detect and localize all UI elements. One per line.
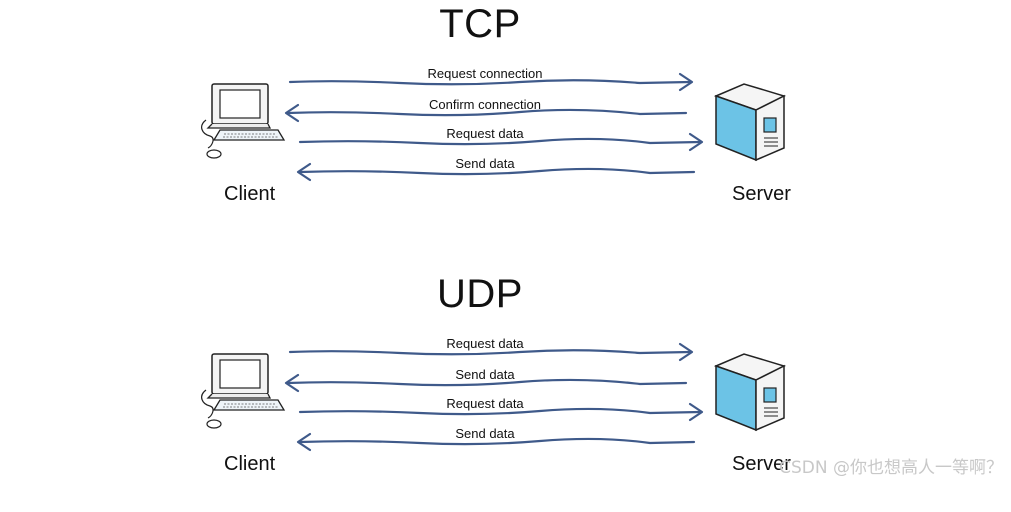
arrow-right xyxy=(300,409,700,414)
arrow-right xyxy=(300,139,700,144)
tcp-diagram: TCP Client Server Request connection Con… xyxy=(0,0,1011,242)
arrow-left xyxy=(300,169,694,174)
tcp-arrows xyxy=(0,0,1011,242)
arrow-left xyxy=(288,380,686,385)
watermark: CSDN @你也想高人一等啊？ xyxy=(779,453,1003,478)
arrow-left xyxy=(300,439,694,444)
arrow-right xyxy=(290,80,690,84)
arrow-right xyxy=(290,350,690,354)
arrow-left xyxy=(288,110,686,115)
